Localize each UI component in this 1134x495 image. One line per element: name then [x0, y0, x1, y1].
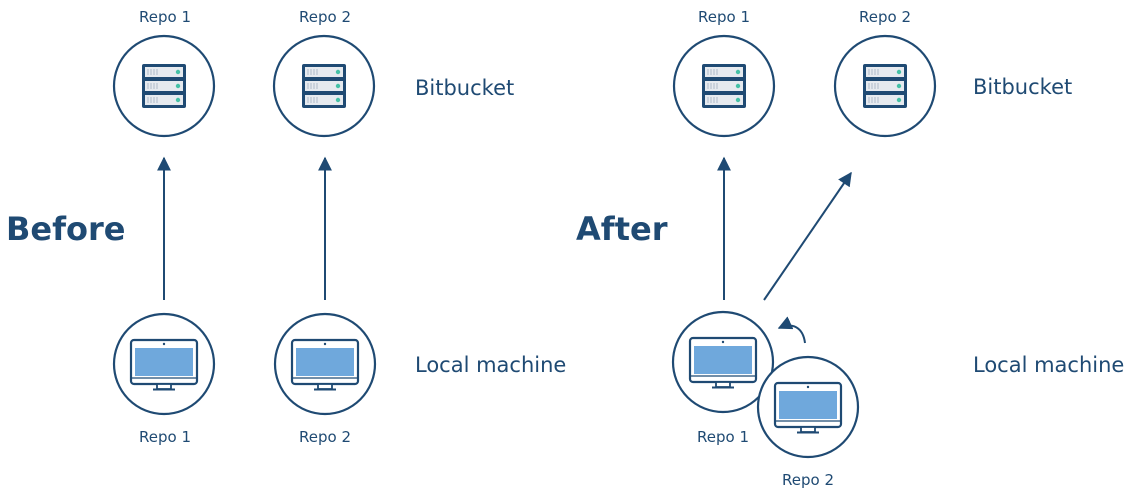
after-remote-repo2-node — [833, 34, 937, 138]
before-local-repo2-label: Repo 2 — [299, 428, 351, 446]
monitor-icon — [290, 338, 360, 391]
after-remote-repo2-label: Repo 2 — [859, 8, 911, 26]
before-local-label: Local machine — [415, 353, 566, 377]
after-section: After Repo 1 Repo 2 Bitbucket Local mach… — [576, 8, 1124, 489]
before-section: Before Repo 1 Repo 2 Bitbucket Local mac… — [6, 8, 566, 446]
before-remote-repo1-node — [112, 34, 216, 138]
after-local-label: Local machine — [973, 353, 1124, 377]
after-local-repo1-node — [671, 310, 775, 414]
before-local-repo1-label: Repo 1 — [139, 428, 191, 446]
server-icon — [301, 63, 347, 109]
monitor-icon — [129, 338, 199, 391]
before-local-repo2-node — [273, 312, 377, 416]
after-local-repo2-node — [756, 355, 860, 459]
after-curved-arrow — [777, 316, 806, 344]
after-remote-repo1-label: Repo 1 — [698, 8, 750, 26]
server-icon — [862, 63, 908, 109]
after-remote-repo1-node — [672, 34, 776, 138]
before-remote-repo2-label: Repo 2 — [299, 8, 351, 26]
monitor-icon — [688, 336, 758, 389]
monitor-icon — [773, 381, 843, 434]
server-icon — [141, 63, 187, 109]
after-local-repo2-label: Repo 2 — [782, 471, 834, 489]
before-title: Before — [6, 210, 125, 248]
before-local-repo1-node — [112, 312, 216, 416]
before-remote-repo1-label: Repo 1 — [139, 8, 191, 26]
after-remote-label: Bitbucket — [973, 75, 1072, 99]
after-title: After — [576, 210, 668, 248]
after-push-arrow-2 — [763, 171, 852, 301]
after-local-repo1-label: Repo 1 — [697, 428, 749, 446]
before-remote-label: Bitbucket — [415, 76, 514, 100]
before-remote-repo2-node — [272, 34, 376, 138]
server-icon — [701, 63, 747, 109]
